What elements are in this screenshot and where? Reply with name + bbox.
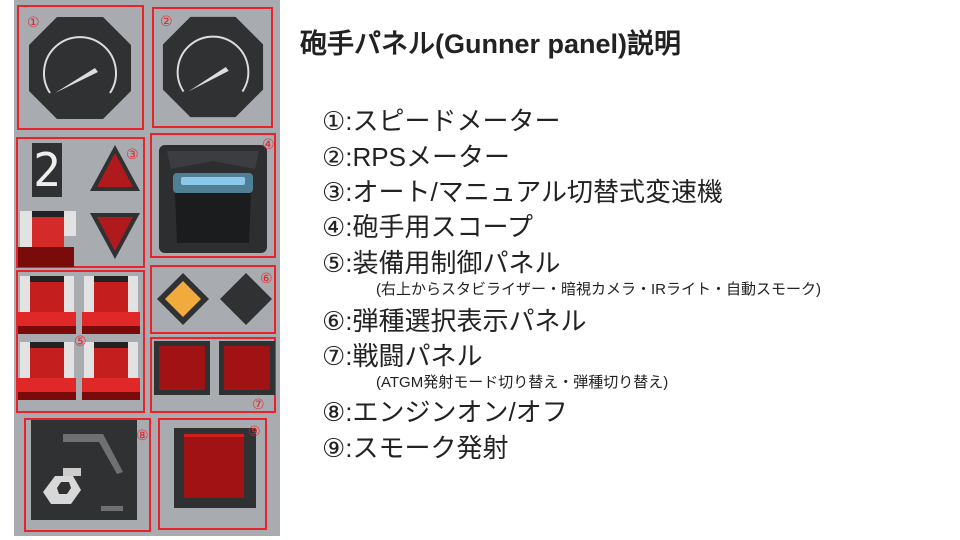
equipment-control-box: ⑤: [16, 270, 145, 413]
list-item-scope: ④:砲手用スコープ: [322, 212, 533, 242]
list-item-smoke: ⑨:スモーク発射: [322, 433, 509, 463]
night-vision-switch[interactable]: [82, 274, 140, 336]
speedometer-icon: [29, 17, 131, 119]
ammo-switch-button[interactable]: [219, 341, 275, 395]
list-item-rps-meter: ②:RPSメーター: [322, 142, 510, 172]
gunner-panel-image: ① ② 2 ③ ④ ⑤: [14, 0, 280, 536]
auto-smoke-switch[interactable]: [82, 340, 140, 402]
label-6: ⑥: [260, 270, 273, 286]
list-item-engine: ⑧:エンジンオン/オフ: [322, 397, 568, 427]
list-item-combat-note: (ATGM発射モード切り替え・弾種切り替え): [376, 374, 669, 391]
transmission-box: 2 ③: [16, 137, 145, 268]
engine-switch[interactable]: [31, 420, 137, 520]
label-3: ③: [126, 146, 139, 162]
label-5: ⑤: [74, 333, 87, 349]
list-item-equipment-panel: ⑤:装備用制御パネル: [322, 248, 561, 278]
stabilizer-switch[interactable]: [18, 274, 76, 336]
label-8: ⑧: [136, 427, 149, 443]
smoke-launch-box: ⑨: [158, 418, 267, 530]
engine-box: ⑧: [24, 418, 151, 532]
list-item-combat-panel: ⑦:戦闘パネル: [322, 341, 483, 371]
shift-down-button[interactable]: [88, 211, 142, 261]
list-item-transmission: ③:オート/マニュアル切替式変速機: [322, 177, 723, 207]
ammo-selected-indicator: [157, 273, 209, 325]
page-title: 砲手パネル(Gunner panel)説明: [300, 29, 682, 59]
gunner-scope-icon[interactable]: [157, 143, 269, 255]
list-item-speedometer: ①:スピードメーター: [322, 106, 561, 136]
list-item-ammo-indicator: ⑥:弾種選択表示パネル: [322, 306, 587, 336]
rps-meter-icon: [162, 16, 264, 118]
list-item-equipment-note: (右上からスタビライザー・暗視カメラ・IRライト・自動スモーク): [376, 281, 821, 298]
ammo-indicator-box: ⑥: [150, 265, 276, 334]
gear-display: 2: [32, 143, 62, 197]
gunner-scope-box: ④: [150, 133, 276, 258]
speedometer-box: ①: [17, 5, 144, 130]
smoke-launch-button[interactable]: [174, 428, 256, 508]
label-9: ⑨: [248, 423, 261, 439]
label-7: ⑦: [252, 396, 265, 412]
ammo-unselected-indicator: [220, 273, 272, 325]
label-2: ②: [160, 13, 173, 29]
combat-panel-box: ⑦: [150, 337, 276, 413]
shift-up-button[interactable]: [88, 143, 142, 193]
label-4: ④: [262, 136, 275, 152]
label-1: ①: [27, 14, 40, 30]
atgm-mode-button[interactable]: [154, 341, 210, 395]
ir-light-switch[interactable]: [18, 340, 76, 402]
rps-meter-box: ②: [152, 7, 273, 128]
auto-manual-switch[interactable]: [18, 207, 78, 267]
engine-key-icon: [43, 434, 123, 511]
